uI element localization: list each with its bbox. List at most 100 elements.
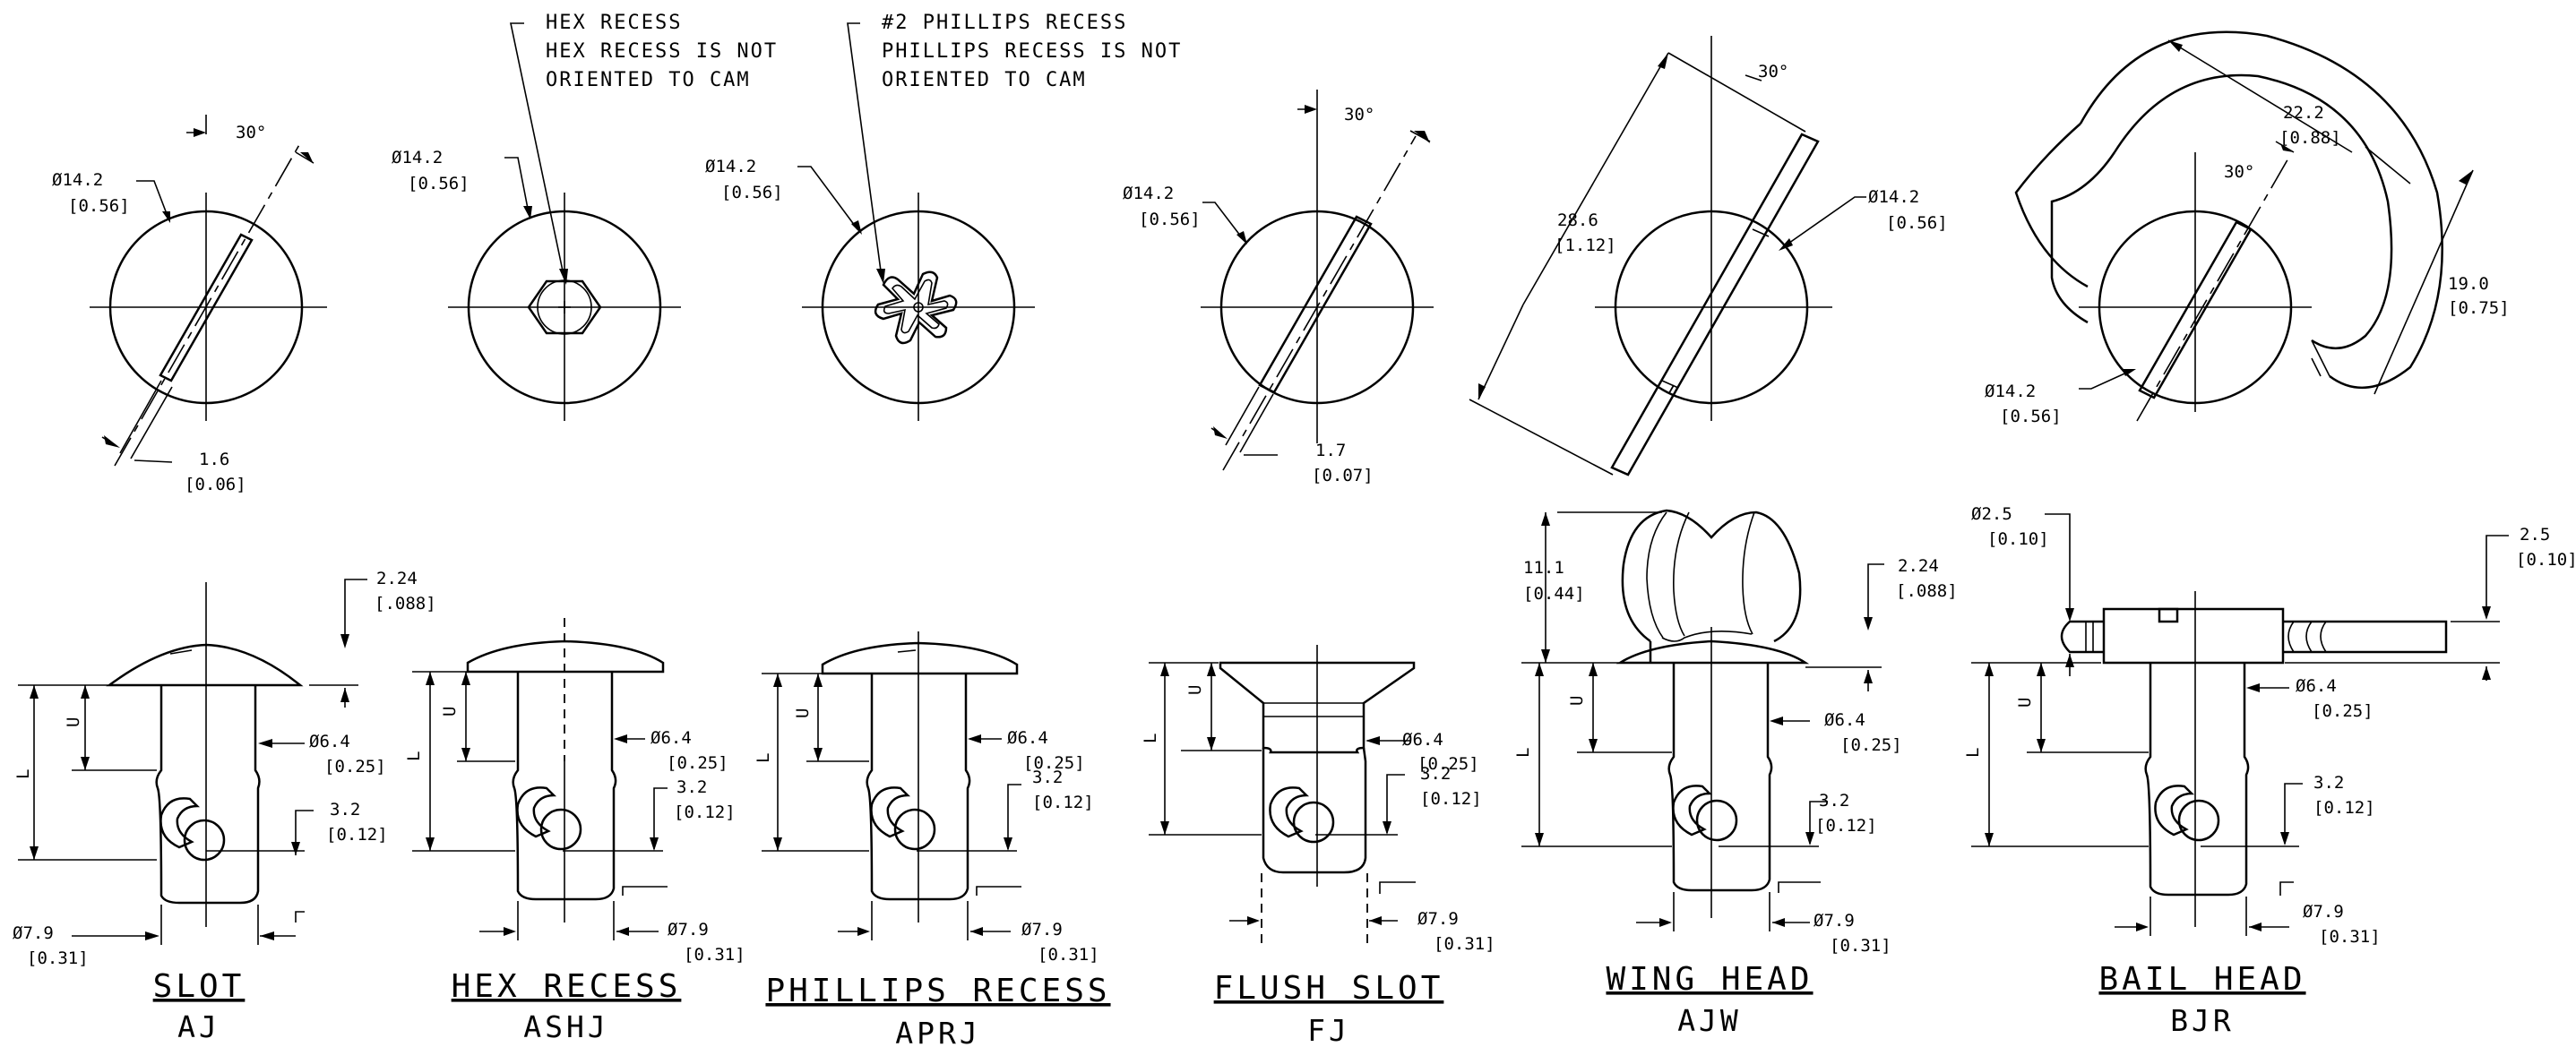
view-title-phillips-recess: PHILLIPS RECESS	[765, 973, 1110, 1009]
phillips-head-dia-mm: Ø14.2	[705, 157, 756, 176]
phillips-L-label: L	[754, 753, 773, 763]
flush-head-dia-in: [0.56]	[1139, 210, 1201, 229]
wing-side-view: 11.1 [0.44] L U 2.24 [.088] Ø6.4 [0.25] …	[1513, 509, 1958, 956]
phillips-shank-in: [0.25]	[1023, 753, 1085, 773]
wing-pin-mm: 3.2	[1819, 791, 1849, 811]
view-title-flush-slot: FLUSH SLOT	[1214, 970, 1444, 1007]
view-code-aprj: APRJ	[895, 1016, 980, 1047]
bail-off-mm: 2.5	[2520, 525, 2550, 545]
phillips-note-line-3: ORIENTED TO CAM	[882, 69, 1087, 91]
flush-pin-in: [0.12]	[1420, 789, 1482, 809]
bail-head-dia-in: [0.56]	[2000, 407, 2062, 426]
flush-slot-width-mm: 1.7	[1315, 441, 1346, 460]
phillips-body-in: [0.31]	[1038, 945, 1099, 965]
hex-shank-mm: Ø6.4	[650, 728, 692, 748]
flush-L-label: L	[1141, 734, 1160, 743]
view-code-ashj: ASHJ	[523, 1009, 608, 1044]
bail-shank-in: [0.25]	[2312, 701, 2374, 721]
wing-body-in: [0.31]	[1830, 936, 1891, 956]
view-titles: SLOT AJ HEX RECESS ASHJ PHILLIPS RECESS …	[153, 961, 2305, 1047]
hex-note-line-1: HEX RECESS	[546, 12, 682, 34]
bail-angle-label: 30°	[2224, 162, 2254, 182]
view-title-wing-head: WING HEAD	[1606, 961, 1813, 998]
wing-L-label: L	[1513, 748, 1533, 758]
hex-U-label: U	[440, 707, 460, 717]
view-title-hex-recess: HEX RECESS	[452, 968, 682, 1005]
flush-slot-side-view: L U Ø6.4 [0.25] 3.2 [0.12] Ø7.9 [0.31]	[1141, 645, 1495, 954]
view-title-slot: SLOT	[153, 968, 246, 1005]
wing-shank-mm: Ø6.4	[1824, 710, 1865, 730]
wing-top-view: 30° 28.6 [1.12] Ø14.2 [0.56]	[1469, 36, 1948, 476]
hex-top-view: Ø14.2 [0.56] HEX RECESS HEX RECESS IS NO…	[392, 12, 778, 421]
hex-head-dia-in: [0.56]	[408, 174, 470, 193]
view-code-bjr: BJR	[2170, 1003, 2235, 1038]
hex-body-in: [0.31]	[684, 945, 745, 965]
wing-head-h-in: [.088]	[1896, 581, 1958, 601]
view-code-ajw: AJW	[1677, 1003, 1742, 1038]
bail-pin-mm: 3.2	[2313, 773, 2344, 793]
phillips-U-label: U	[793, 708, 813, 718]
phillips-pin-mm: 3.2	[1032, 768, 1063, 787]
bail-off-in: [0.10]	[2516, 550, 2576, 570]
slot-width-mm: 1.6	[199, 450, 229, 469]
phillips-shank-mm: Ø6.4	[1007, 728, 1048, 748]
slot-head-dia-in: [0.56]	[68, 196, 130, 216]
hex-body-mm: Ø7.9	[668, 920, 709, 940]
bail-wire-in: [0.10]	[1987, 529, 2049, 549]
wing-h-mm: 11.1	[1523, 558, 1564, 578]
phillips-note-line-1: #2 PHILLIPS RECESS	[882, 12, 1127, 34]
flush-angle-label: 30°	[1344, 105, 1374, 124]
phillips-top-view: Ø14.2 [0.56] #2 PHILLIPS RECESS PHILLIPS…	[705, 12, 1182, 421]
wing-h-in: [0.44]	[1523, 584, 1585, 604]
slot-shank-mm: Ø6.4	[309, 732, 350, 751]
bail-body-mm: Ø7.9	[2303, 902, 2344, 922]
view-title-bail-head: BAIL HEAD	[2098, 961, 2305, 998]
bail-top-view: 30° 22.2 [0.88] 19.0 [0.75] Ø14.2 [0.56]	[1985, 30, 2510, 426]
slot-head-dia-mm: Ø14.2	[52, 170, 103, 190]
slot-pin-in: [0.12]	[326, 825, 388, 845]
bail-L-label: L	[1963, 748, 1983, 758]
wing-U-label: U	[1567, 696, 1587, 706]
slot-side-view: L U 2.24 [.088] Ø6.4 [0.25] 3.2 [0.12] Ø…	[13, 569, 436, 968]
slot-body-in: [0.31]	[27, 948, 89, 968]
flush-head-dia-mm: Ø14.2	[1123, 184, 1174, 203]
slot-top-view: 30° Ø14.2 [0.56] 1.6 [0.06]	[52, 115, 327, 494]
bail-b-in: [0.75]	[2448, 298, 2510, 318]
hex-pin-in: [0.12]	[674, 802, 736, 822]
slot-width-in: [0.06]	[185, 475, 246, 494]
slot-angle-label: 30°	[236, 123, 266, 142]
bail-pin-in: [0.12]	[2313, 798, 2375, 818]
hex-head-dia-mm: Ø14.2	[392, 148, 443, 167]
flush-body-in: [0.31]	[1434, 934, 1495, 954]
bail-b-mm: 19.0	[2448, 274, 2489, 294]
wing-shank-in: [0.25]	[1840, 735, 1902, 755]
hex-shank-in: [0.25]	[667, 753, 728, 773]
hex-pin-mm: 3.2	[676, 777, 707, 797]
phillips-pin-in: [0.12]	[1032, 793, 1094, 812]
flush-slot-top-view: 30° Ø14.2 [0.56] 1.7 [0.07]	[1123, 90, 1434, 485]
slot-head-h-in: [.088]	[375, 594, 436, 614]
wing-angle-label: 30°	[1758, 62, 1788, 82]
slot-body-mm: Ø7.9	[13, 923, 54, 943]
bail-body-in: [0.31]	[2319, 927, 2381, 947]
wing-head-h-mm: 2.24	[1898, 556, 1939, 576]
slot-shank-in: [0.25]	[324, 757, 386, 777]
wing-length-in: [1.12]	[1555, 236, 1616, 255]
hex-L-label: L	[404, 751, 424, 761]
flush-shank-mm: Ø6.4	[1402, 730, 1443, 750]
slot-pin-mm: 3.2	[330, 800, 360, 820]
wing-body-mm: Ø7.9	[1814, 911, 1855, 931]
wing-head-dia-in: [0.56]	[1886, 213, 1948, 233]
slot-L-label: L	[13, 769, 33, 779]
view-code-aj: AJ	[177, 1009, 220, 1044]
hex-side-view: L U Ø6.4 [0.25] 3.2 [0.12] Ø7.9 [0.31]	[404, 618, 745, 965]
flush-slot-width-in: [0.07]	[1312, 466, 1374, 485]
hex-note-line-2: HEX RECESS IS NOT	[546, 40, 778, 63]
hex-note-line-3: ORIENTED TO CAM	[546, 69, 751, 91]
bail-side-view: L U Ø2.5 [0.10] 2.5 [0.10] Ø6.4 [0.25] 3…	[1963, 504, 2576, 947]
wing-pin-in: [0.12]	[1815, 816, 1877, 836]
flush-body-mm: Ø7.9	[1417, 909, 1459, 929]
phillips-note-line-2: PHILLIPS RECESS IS NOT	[882, 40, 1182, 63]
wing-length-mm: 28.6	[1557, 210, 1598, 230]
